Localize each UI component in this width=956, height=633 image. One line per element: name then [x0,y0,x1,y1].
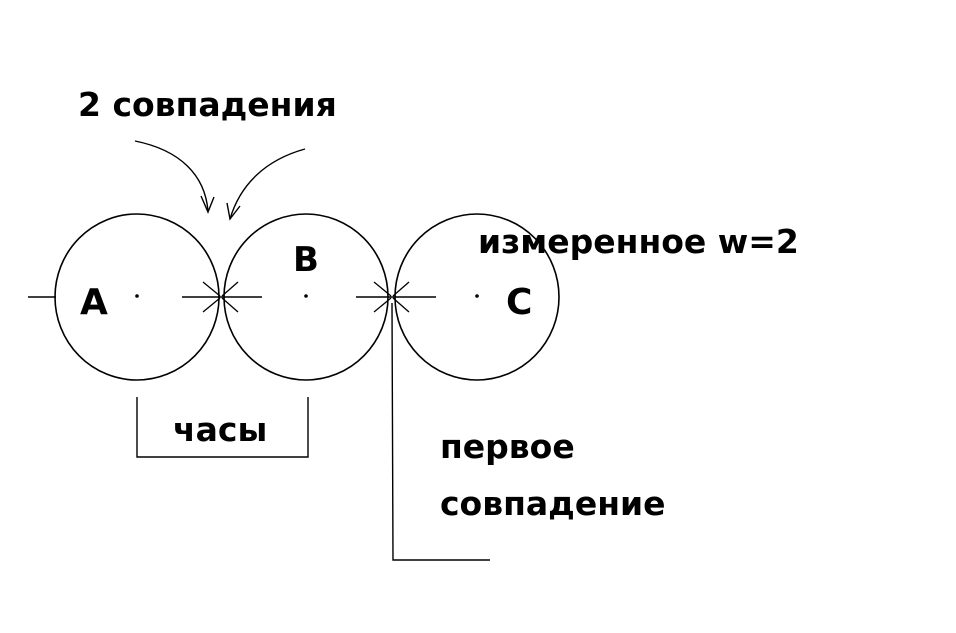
arrowhead-right [226,202,241,221]
label-first-line1: первое [440,427,575,466]
label-clocks: часы [173,410,267,449]
contact-mark-ab [202,281,239,313]
label-circle-a: A [80,282,108,323]
center-dot-b [304,294,308,298]
label-circle-b: B [293,240,319,280]
curved-arrow-left [134,140,209,212]
center-dot-c [475,294,479,298]
contact-mark-bc [373,281,410,313]
clocks-bracket [136,397,309,458]
arrowhead-left [200,195,215,214]
center-dot-a [135,294,139,298]
first-coincidence-pointer [391,302,490,561]
label-first-line2: совпадение [440,484,666,523]
curved-arrow-right [229,148,306,220]
label-measured: измеренное w=2 [478,222,799,261]
label-two-coincidences: 2 совпадения [78,85,337,124]
label-circle-c: C [506,282,532,323]
